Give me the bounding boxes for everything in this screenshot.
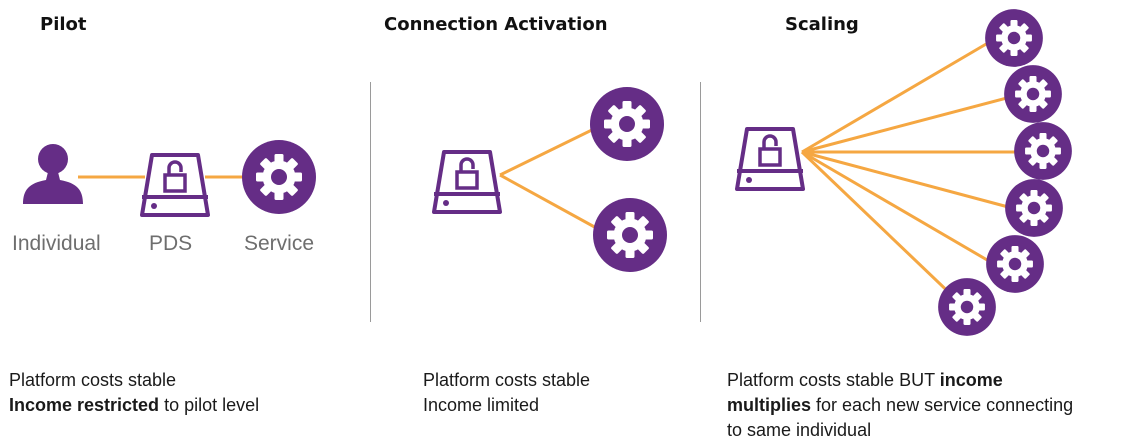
pds-label: PDS <box>149 232 193 255</box>
activation-connectors <box>499 124 601 232</box>
pilot-heading: Pilot <box>40 14 87 35</box>
activation-heading: Connection Activation <box>384 14 608 35</box>
gear-service-icon <box>593 198 667 272</box>
section-divider-2 <box>700 82 701 322</box>
connector-scaling-1 <box>801 38 994 154</box>
activation-caption-line2: Income limited <box>423 395 540 415</box>
person-icon <box>23 144 83 204</box>
scaling-caption-line3: to same individual <box>727 420 872 440</box>
pds-lock-icon <box>735 127 805 191</box>
scaling-caption-line2: multiplies for each new service connecti… <box>727 393 1073 418</box>
pilot-caption-line2: Income restricted to pilot level <box>9 393 259 418</box>
connector-scaling-4 <box>801 150 1013 210</box>
scaling-caption-line2-rest: for each new service connecting <box>811 395 1074 415</box>
scaling-caption-line1: Platform costs stable BUT income <box>727 368 1073 393</box>
income-text: income <box>939 370 1003 390</box>
activation-caption-line1: Platform costs stable <box>423 370 591 390</box>
connector-activation-2 <box>499 173 601 232</box>
gear-service-icon <box>1014 122 1072 180</box>
gear-service-icon <box>242 140 316 214</box>
pilot-caption-line2-rest: to pilot level <box>159 395 260 415</box>
scaling-heading: Scaling <box>785 14 859 35</box>
pds-lock-icon <box>140 153 210 217</box>
gear-service-icon <box>1004 65 1062 123</box>
income-restricted-text: Income restricted <box>9 395 160 415</box>
connector-activation-1 <box>499 124 601 177</box>
multiplies-text: multiplies <box>727 395 812 415</box>
scaling-caption-line1-plain: Platform costs stable BUT <box>727 370 940 390</box>
individual-label: Individual <box>12 232 101 255</box>
pilot-caption-line1: Platform costs stable <box>9 370 177 390</box>
gear-service-icon <box>1005 179 1063 237</box>
gear-service-icon <box>986 235 1044 293</box>
activation-caption: Platform costs stable Income limited <box>423 368 590 418</box>
section-divider-1 <box>370 82 371 322</box>
pilot-caption: Platform costs stable Income restricted … <box>9 368 259 418</box>
gear-service-icon <box>985 9 1043 67</box>
scaling-caption: Platform costs stable BUT income multipl… <box>727 368 1073 443</box>
service-label: Service <box>244 232 315 255</box>
pds-lock-icon <box>432 150 502 214</box>
connector-scaling-5 <box>801 150 995 266</box>
gear-service-icon <box>590 87 664 161</box>
connector-scaling-2 <box>801 93 1019 154</box>
scaling-connectors <box>800 38 1022 305</box>
gear-service-icon <box>938 278 996 336</box>
connector-scaling-6 <box>800 150 962 305</box>
